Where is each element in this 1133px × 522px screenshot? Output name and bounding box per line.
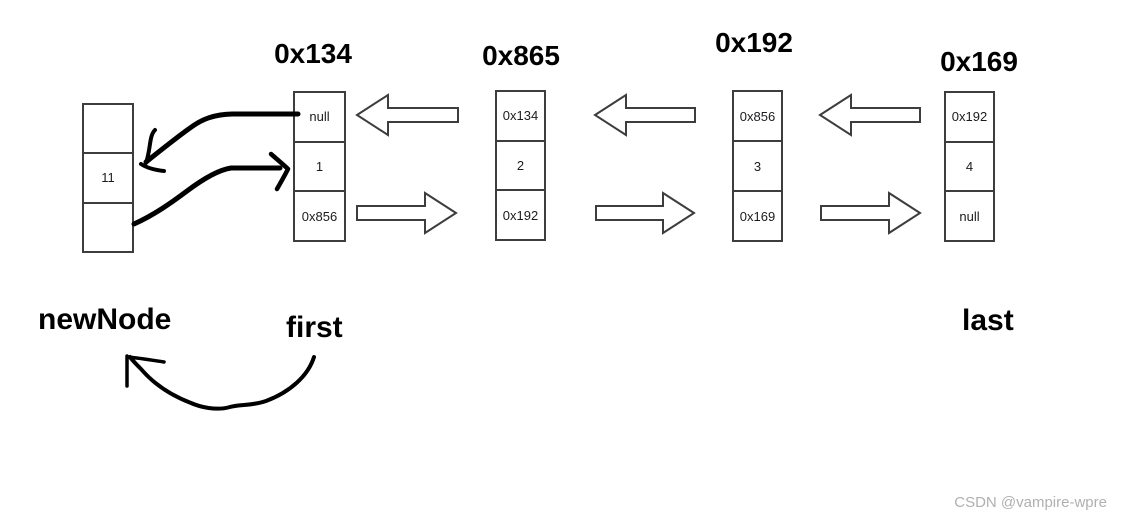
node-address-label: 0x865: [482, 40, 560, 71]
node-address-label: 0x192: [715, 27, 793, 58]
node-value-cell: 4: [946, 140, 993, 191]
hand-arrow-first-to-newnode: [125, 354, 316, 411]
prev-pointer-arrow-0x192-to-0x865: [593, 93, 696, 137]
prev-pointer-arrow-0x169-to-0x192: [818, 93, 921, 137]
node-box-0x134: null 1 0x856: [293, 91, 346, 242]
node-address-label: 0x134: [274, 38, 352, 69]
node-next-cell: 0x856: [295, 190, 344, 240]
new-node-next-cell: [84, 201, 132, 251]
prev-pointer-arrow-0x865-to-0x134: [355, 93, 459, 137]
node-box-0x865: 0x134 2 0x192: [495, 90, 546, 241]
node-box-0x169: 0x192 4 null: [944, 91, 995, 242]
node-value-cell: 1: [295, 140, 344, 191]
new-node-box: 11: [82, 103, 134, 253]
node-address-label: 0x169: [940, 46, 1018, 77]
next-pointer-arrow-0x865-to-0x192: [595, 191, 696, 235]
node-next-cell: null: [946, 190, 993, 240]
node-prev-cell: null: [309, 109, 330, 125]
first-label: first: [286, 311, 343, 344]
node-next-cell: 0x169: [734, 190, 781, 240]
node-box-0x192: 0x856 3 0x169: [732, 90, 783, 242]
node-prev-cell: 0x192: [951, 109, 988, 125]
next-pointer-arrow-0x134-to-0x865: [356, 191, 458, 235]
node-value-cell: 3: [734, 140, 781, 190]
node-next-cell: 0x192: [497, 189, 544, 239]
next-pointer-arrow-0x192-to-0x169: [820, 191, 922, 235]
node-prev-cell: 0x134: [502, 108, 539, 124]
node-prev-cell: 0x856: [739, 108, 776, 124]
new-node-prev-cell: [84, 105, 132, 152]
last-label: last: [962, 304, 1014, 337]
node-value-cell: 2: [497, 139, 544, 190]
watermark: CSDN @vampire-wpre: [954, 494, 1107, 511]
new-node-value-cell: 11: [84, 152, 132, 201]
newnode-label: newNode: [38, 303, 172, 336]
hand-arrow-null-to-newnode: [139, 111, 301, 173]
hand-arrow-newnode-to-first-node: [131, 151, 291, 227]
